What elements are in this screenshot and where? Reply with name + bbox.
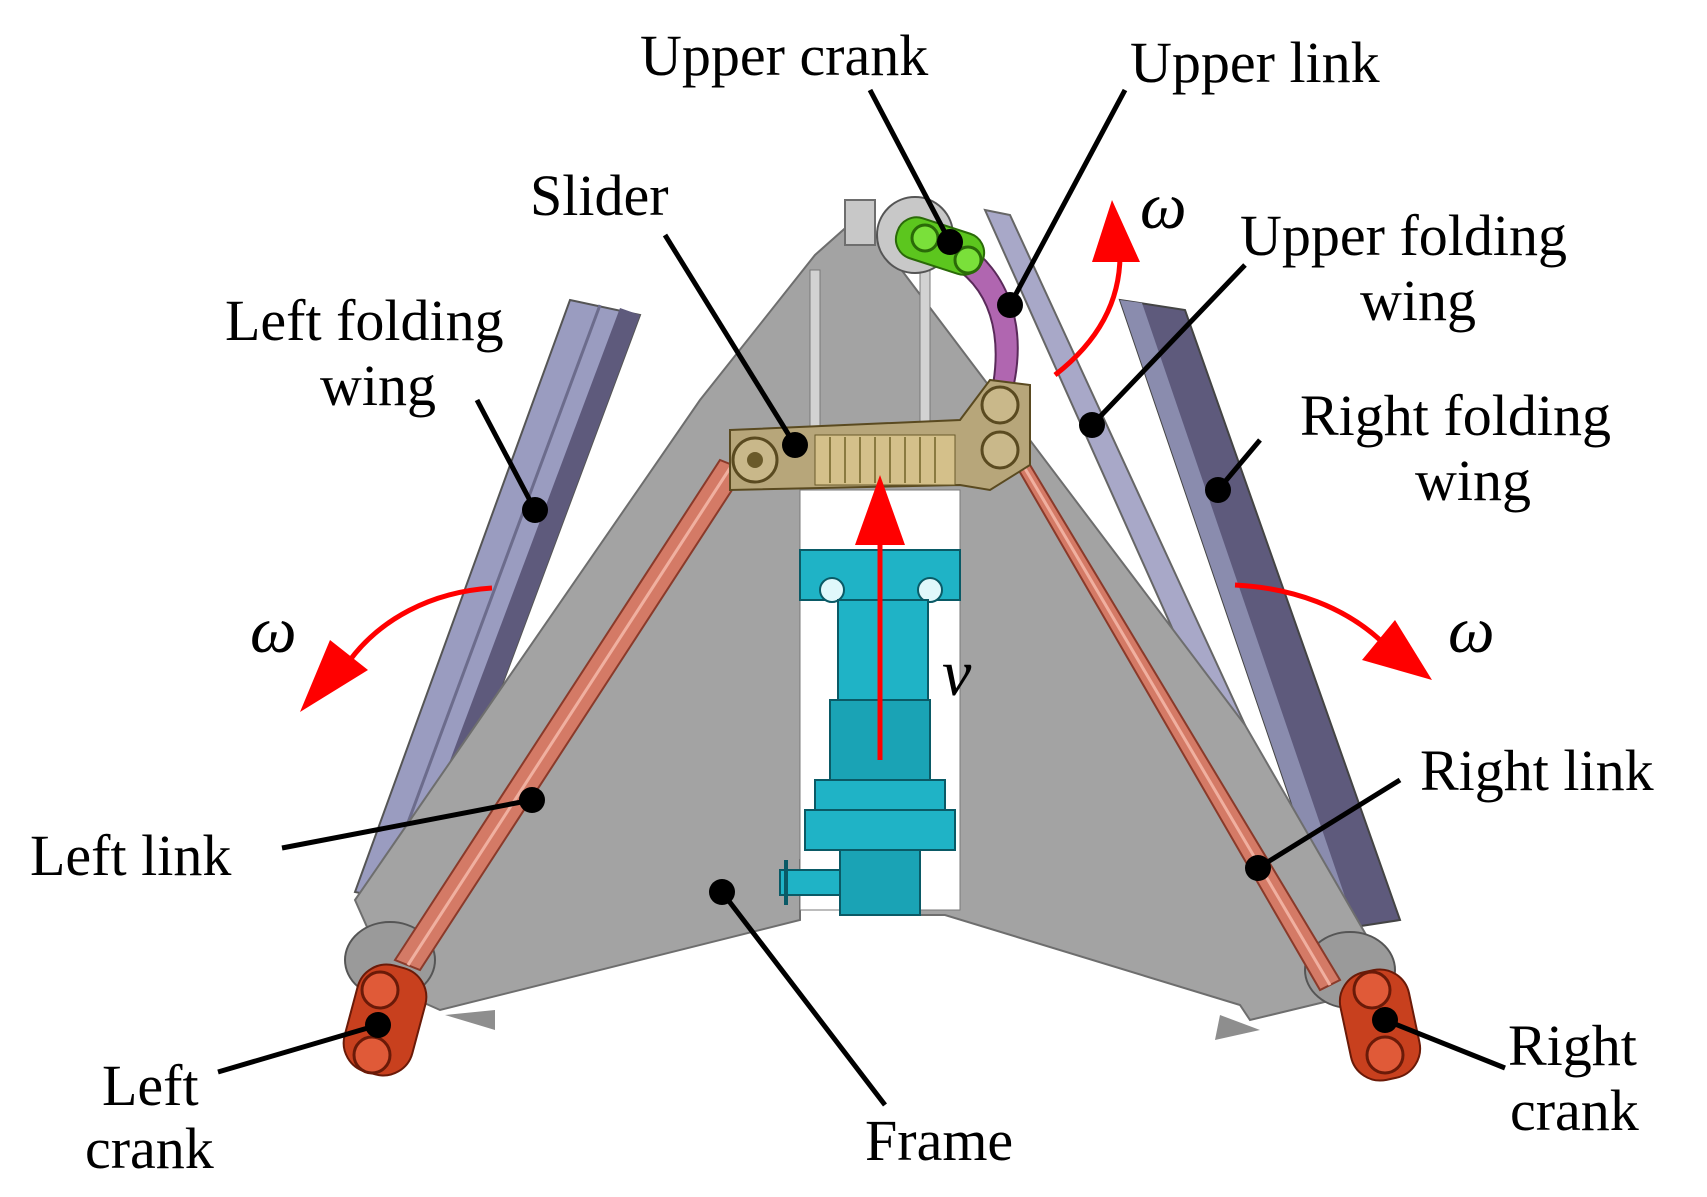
right-folding-wing <box>1118 298 1402 932</box>
label-upper-folding-wing-line1: Upper folding <box>1240 203 1567 268</box>
label-upper-link: Upper link <box>1130 30 1380 95</box>
symbol-omega-left: ω <box>250 594 297 667</box>
label-slider: Slider <box>530 163 669 228</box>
label-upper-folding-wing-line2: wing <box>1360 268 1476 333</box>
velocity-arrow-head <box>855 475 905 545</box>
label-upper-crank: Upper crank <box>640 23 928 88</box>
symbol-velocity: v <box>942 637 972 710</box>
left-omega-arrow <box>348 585 493 662</box>
leader-lines <box>217 88 1506 1107</box>
label-left-crank-line1: Left <box>102 1053 199 1118</box>
upper-omega-arrow <box>1053 254 1123 377</box>
right-omega-arrow <box>1234 582 1382 642</box>
label-right-folding-wing-line2: wing <box>1415 448 1531 513</box>
actuator <box>779 549 961 916</box>
label-right-link: Right link <box>1420 738 1654 803</box>
label-frame: Frame <box>865 1108 1013 1173</box>
label-left-folding-wing-line2: wing <box>320 353 436 418</box>
label-right-folding-wing-line1: Right folding <box>1300 383 1611 448</box>
symbol-omega-right: ω <box>1448 594 1495 667</box>
label-left-folding-wing-line1: Left folding <box>225 288 504 353</box>
slider <box>729 378 1031 492</box>
label-left-crank-line2: crank <box>85 1116 214 1181</box>
label-left-link: Left link <box>30 823 231 888</box>
motion-arrows <box>300 200 1432 760</box>
label-right-crank-line2: crank <box>1510 1078 1639 1143</box>
label-right-crank-line1: Right <box>1508 1013 1637 1078</box>
symbol-omega-upper: ω <box>1140 170 1187 243</box>
labels: Upper crank Upper link Slider Upper fold… <box>30 23 1654 1181</box>
